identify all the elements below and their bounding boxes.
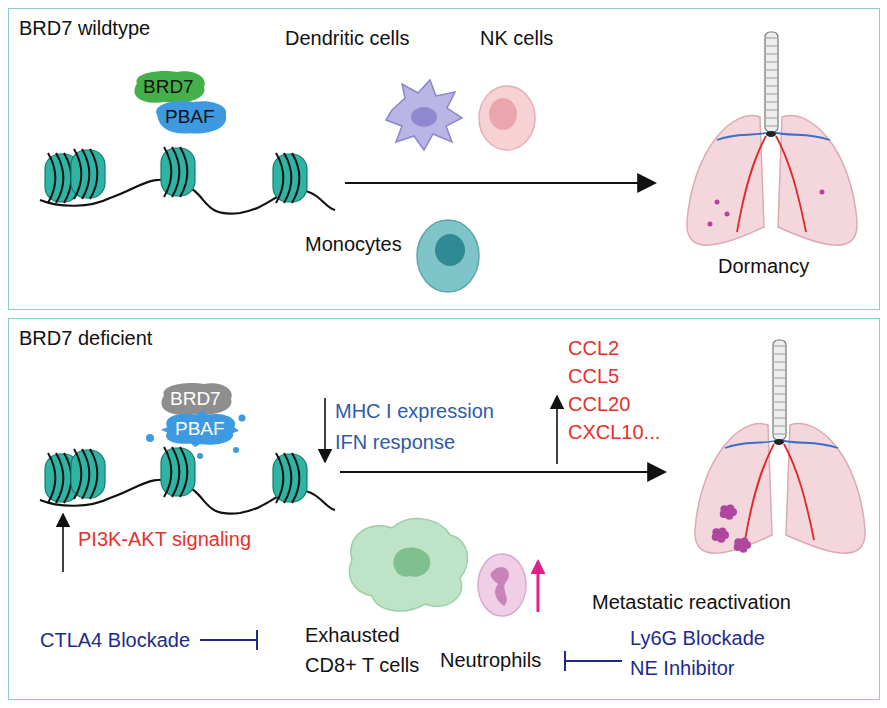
- metastasis: [740, 537, 748, 545]
- process-arrow: [345, 182, 655, 184]
- protein-label: BRD7: [143, 76, 194, 98]
- dormant-cell: [708, 222, 713, 227]
- dendritic-cell: [386, 80, 462, 150]
- cell-nucleus: [489, 98, 517, 130]
- protein-blob: BRD7: [156, 381, 235, 417]
- chemokine-label: CCL20: [568, 392, 630, 417]
- monocyte: [417, 220, 479, 292]
- outcome-label: Metastatic reactivation: [592, 590, 791, 615]
- cell-label: Monocytes: [305, 232, 402, 257]
- process-arrow: [340, 471, 665, 473]
- pbaf-fragment: [239, 415, 246, 422]
- t-cell: [349, 519, 467, 611]
- effect-label: MHC I expression: [335, 399, 494, 424]
- protein-label: PBAF: [165, 106, 215, 128]
- outcome-label: Dormancy: [718, 254, 809, 279]
- nucleosome: [71, 149, 105, 199]
- cell-label: Exhausted CD8+ T cells: [305, 620, 440, 680]
- neutrophil: [478, 554, 526, 616]
- cell-nucleus: [393, 548, 430, 577]
- nucleosome: [161, 147, 195, 197]
- dormant-cell: [820, 190, 825, 195]
- cell-nucleus: [491, 567, 509, 606]
- protein-label: PBAF: [175, 418, 225, 440]
- protein-label: BRD7: [170, 388, 221, 410]
- inhibition-bar: [256, 630, 258, 650]
- metastasis: [726, 504, 734, 512]
- up-arrow: [556, 396, 558, 464]
- inhibition-line: [200, 639, 256, 641]
- pbaf-fragment: [233, 447, 239, 453]
- panel-heading: BRD7 deficient: [19, 327, 152, 350]
- panel-heading: BRD7 wildtype: [19, 17, 150, 40]
- pbaf-fragment: [146, 434, 154, 442]
- inhibition-line: [566, 660, 622, 662]
- cell-nucleus: [435, 234, 465, 266]
- cell-nucleus: [411, 107, 437, 127]
- protein-blob: PBAF: [151, 99, 229, 135]
- nk-cell: [479, 86, 535, 150]
- nucleosome: [273, 453, 307, 503]
- lungs: [687, 32, 857, 245]
- protein-blob: BRD7: [129, 69, 208, 105]
- treatment-label: Ly6G Blockade: [630, 626, 765, 651]
- cell-label: NK cells: [480, 26, 553, 51]
- pbaf-fragment: [197, 453, 203, 459]
- protein-blob: PBAF: [161, 411, 239, 447]
- down-arrow: [324, 398, 326, 462]
- inhibition-bar: [564, 651, 566, 671]
- nucleosome: [161, 447, 195, 497]
- pathway-label: PI3K-AKT signaling: [78, 527, 251, 552]
- treatment-label: NE Inhibitor: [630, 656, 735, 681]
- nucleosome: [273, 153, 307, 203]
- chemokine-label: CCL2: [568, 336, 619, 361]
- treatment-label: CTLA4 Blockade: [40, 628, 190, 653]
- nucleosome: [71, 449, 105, 499]
- metastasis: [718, 527, 726, 535]
- effect-label: IFN response: [335, 430, 455, 455]
- up-arrow: [62, 514, 64, 572]
- cell-label: Dendritic cells: [285, 26, 409, 51]
- dormant-cell: [725, 212, 730, 217]
- chemokine-label: CXCL10...: [568, 420, 660, 445]
- cell-label: Neutrophils: [440, 648, 541, 673]
- increase-arrow: [537, 562, 540, 612]
- dormant-cell: [715, 200, 720, 205]
- chemokine-label: CCL5: [568, 364, 619, 389]
- lungs: [695, 340, 865, 553]
